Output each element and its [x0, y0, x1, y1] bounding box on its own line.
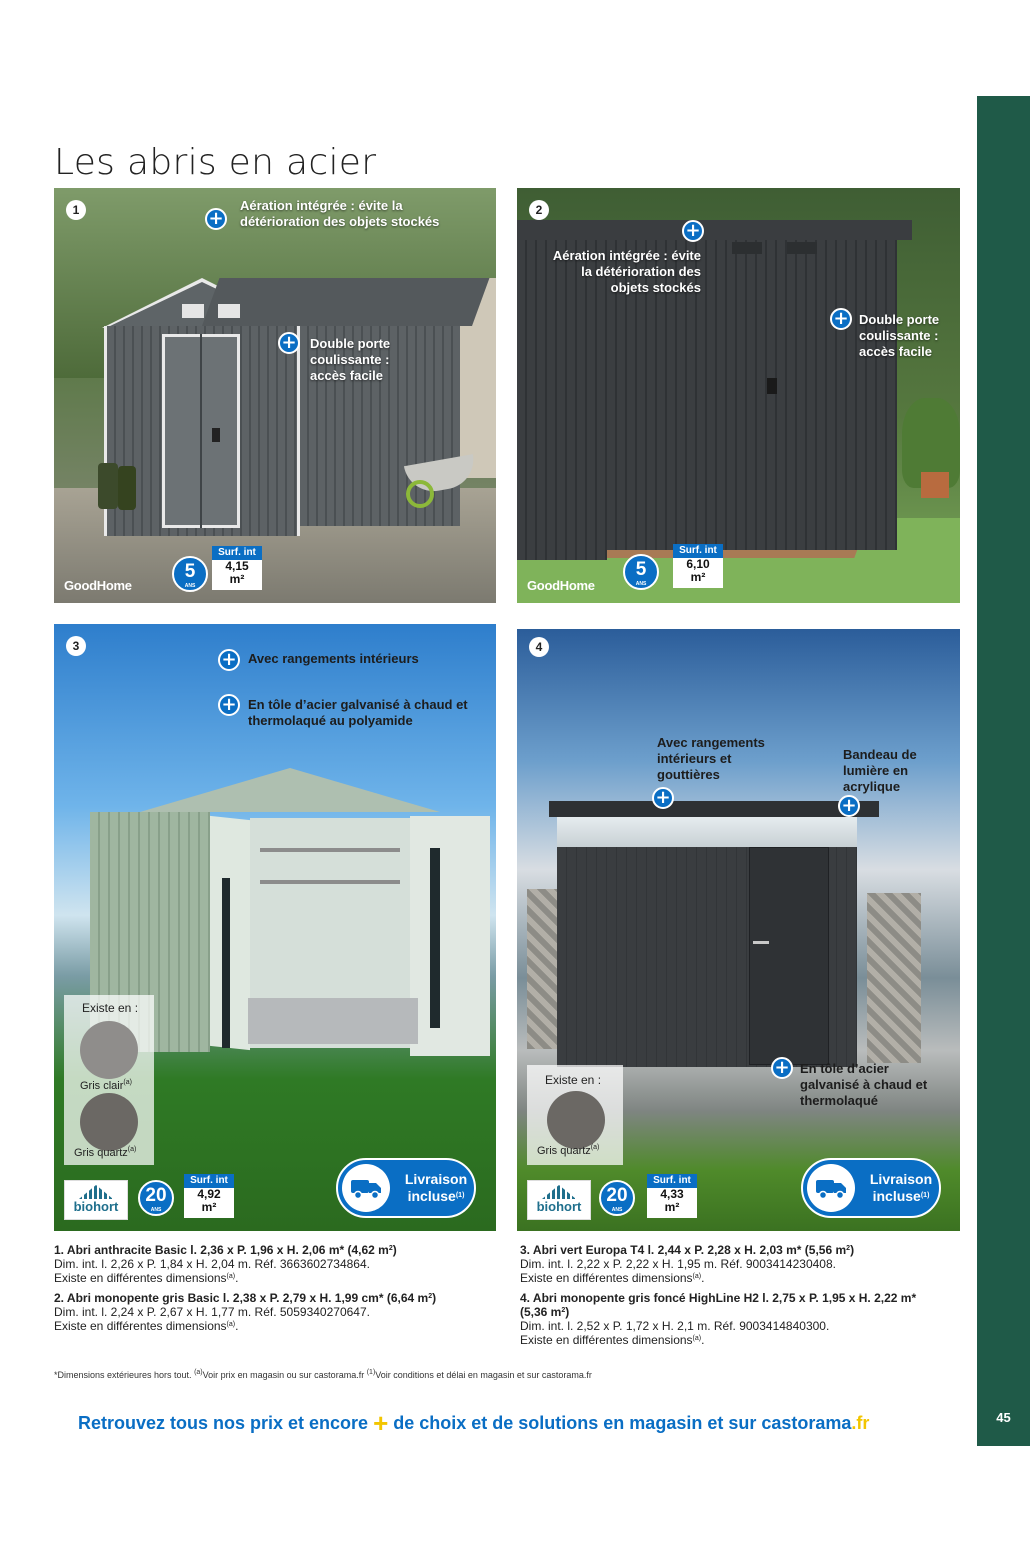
- surface-badge: Surf. int 6,10 m²: [673, 544, 723, 588]
- product-4-description: 4. Abri monopente gris foncé HighLine H2…: [520, 1291, 917, 1347]
- product-1-photo: 1 + Aération intégrée : évite la détério…: [54, 188, 496, 603]
- color-options-panel: Existe en : Gris quartz(a): [527, 1065, 623, 1165]
- description-column-left: 1. Abri anthracite Basic l. 2,36 x P. 1,…: [54, 1243, 504, 1339]
- surface-badge: Surf. int 4,33 m²: [647, 1174, 697, 1218]
- page-title: Les abris en acier: [54, 142, 377, 183]
- product-4-photo: 4 Avec rangements intérieurs et gouttièr…: [517, 629, 960, 1231]
- page-number: 45: [996, 1410, 1011, 1425]
- product-3-callout-1: Avec rangements intérieurs: [248, 651, 419, 666]
- color-swatch-gris-clair[interactable]: [80, 1021, 138, 1079]
- garantie-badge: 5 ANS: [623, 554, 659, 590]
- color-name: Gris quartz(a): [74, 1146, 137, 1159]
- product-1-description: 1. Abri anthracite Basic l. 2,36 x P. 1,…: [54, 1243, 397, 1285]
- description-column-right: 3. Abri vert Europa T4 l. 2,44 x P. 2,28…: [520, 1243, 970, 1353]
- color-name: Gris quartz(a): [537, 1144, 600, 1157]
- color-swatch-gris-quartz[interactable]: [80, 1093, 138, 1151]
- biohort-logo: biohort: [64, 1180, 128, 1220]
- color-swatch-gris-quartz[interactable]: [547, 1091, 605, 1149]
- color-name: Gris clair(a): [80, 1079, 132, 1092]
- feature-plus-icon: +: [771, 1057, 793, 1079]
- product-1-number: 1: [66, 200, 86, 220]
- livraison-incluse-badge: Livraison incluse(1): [801, 1158, 941, 1218]
- shed-4-illustration: [549, 801, 879, 1071]
- product-2-callout-1: Aération intégrée : évite la détériorati…: [552, 248, 701, 295]
- surface-badge: Surf. int 4,15 m²: [212, 546, 262, 590]
- surface-badge: Surf. int 4,92 m²: [184, 1174, 234, 1218]
- feature-plus-icon: +: [652, 787, 674, 809]
- existe-en-label: Existe en :: [545, 1073, 602, 1087]
- product-2-description: 2. Abri monopente gris Basic l. 2,38 x P…: [54, 1291, 437, 1333]
- goodhome-logo: GoodHome: [527, 578, 595, 593]
- feature-plus-icon: +: [838, 795, 860, 817]
- delivery-truck-icon: [342, 1164, 390, 1212]
- feature-plus-icon: +: [218, 649, 240, 671]
- product-3-description: 3. Abri vert Europa T4 l. 2,44 x P. 2,28…: [520, 1243, 855, 1285]
- delivery-truck-icon: [807, 1164, 855, 1212]
- garantie-badge: 20 ANS: [138, 1180, 174, 1216]
- footnote: *Dimensions extérieures hors tout. (a)Vo…: [54, 1369, 592, 1380]
- product-4-callout-2: Bandeau de lumière en acrylique: [843, 747, 917, 794]
- feature-plus-icon: +: [218, 694, 240, 716]
- shed-2-illustration: [517, 220, 912, 560]
- product-1-callout-1: Aération intégrée : évite la détériorati…: [240, 198, 440, 229]
- product-3-photo: 3 + Avec rangements intérieurs + En tôle…: [54, 624, 496, 1231]
- color-options-panel: Existe en : Gris clair(a) Gris quartz(a): [64, 995, 154, 1165]
- product-4-callout-3: En tôle d’acier galvanisé à chaud et the…: [800, 1061, 928, 1108]
- product-4-callout-1: Avec rangements intérieurs et gouttières: [657, 735, 765, 782]
- garantie-badge: 20 ANS: [599, 1180, 635, 1216]
- shed-1-illustration: [92, 238, 490, 538]
- garantie-badge: 5 ANS: [172, 556, 208, 592]
- feature-plus-icon: +: [682, 220, 704, 242]
- product-2-number: 2: [529, 200, 549, 220]
- product-3-callout-2: En tôle d’acier galvanisé à chaud et the…: [248, 697, 468, 728]
- existe-en-label: Existe en :: [82, 1001, 139, 1015]
- goodhome-logo: GoodHome: [64, 578, 132, 593]
- biohort-logo: biohort: [527, 1180, 591, 1220]
- plus-icon: +: [373, 1408, 389, 1438]
- product-2-photo: 2 + Aération intégrée : évite la détério…: [517, 188, 960, 603]
- product-1-callout-2: Double porte coulissante : accès facile: [310, 336, 391, 383]
- feature-plus-icon: +: [830, 308, 852, 330]
- shed-3-illustration: [90, 768, 490, 1068]
- feature-plus-icon: +: [278, 332, 300, 354]
- product-4-number: 4: [529, 637, 549, 657]
- livraison-incluse-badge: Livraison incluse(1): [336, 1158, 476, 1218]
- bottom-banner[interactable]: Retrouvez tous nos prix et encore + de c…: [78, 1408, 870, 1438]
- product-3-number: 3: [66, 636, 86, 656]
- side-color-bar: [977, 96, 1030, 1446]
- product-2-callout-2: Double porte coulissante : accès facile: [859, 312, 940, 359]
- feature-plus-icon: +: [205, 208, 227, 230]
